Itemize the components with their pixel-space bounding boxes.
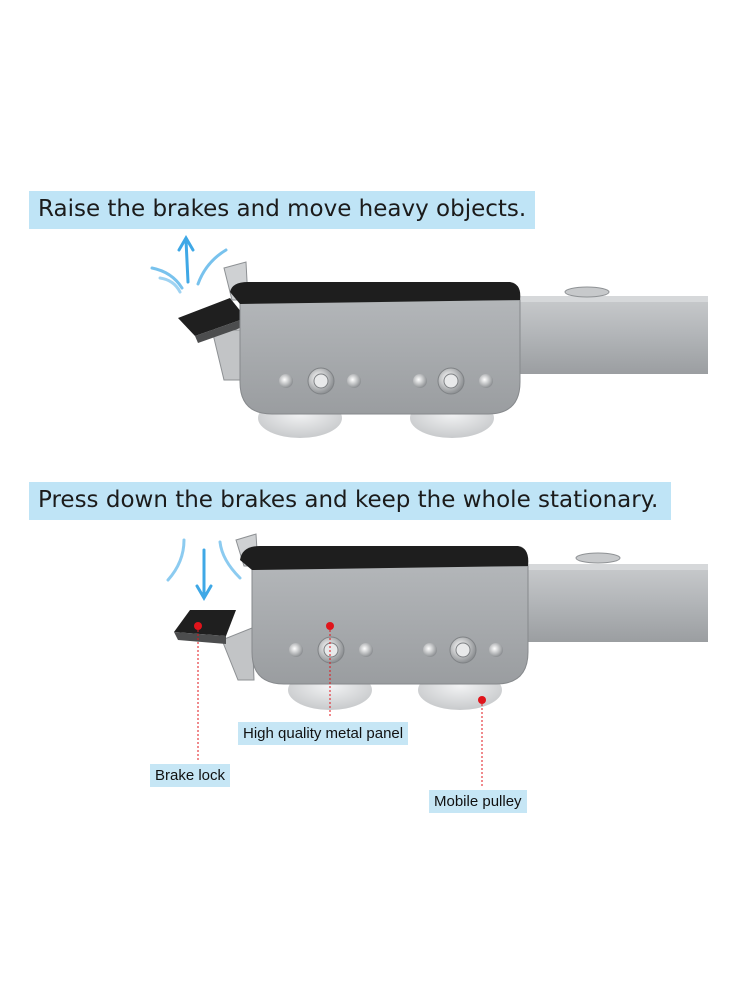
callout-brake-lock [194, 622, 202, 760]
caption-press-brakes: Press down the brakes and keep the whole… [29, 482, 671, 520]
caption-raise-brakes: Raise the brakes and move heavy objects. [29, 191, 535, 229]
top-caster-assembly [150, 235, 708, 438]
label-metal-panel: High quality metal panel [238, 722, 409, 745]
label-mobile-pulley: Mobile pulley [429, 790, 527, 813]
arrow-up-icon [150, 235, 228, 294]
bottom-caster-assembly [166, 533, 708, 786]
label-brake-lock: Brake lock [150, 764, 231, 787]
callout-metal-panel [326, 622, 334, 718]
callout-mobile-pulley [478, 696, 486, 786]
arrow-down-icon [166, 538, 242, 601]
